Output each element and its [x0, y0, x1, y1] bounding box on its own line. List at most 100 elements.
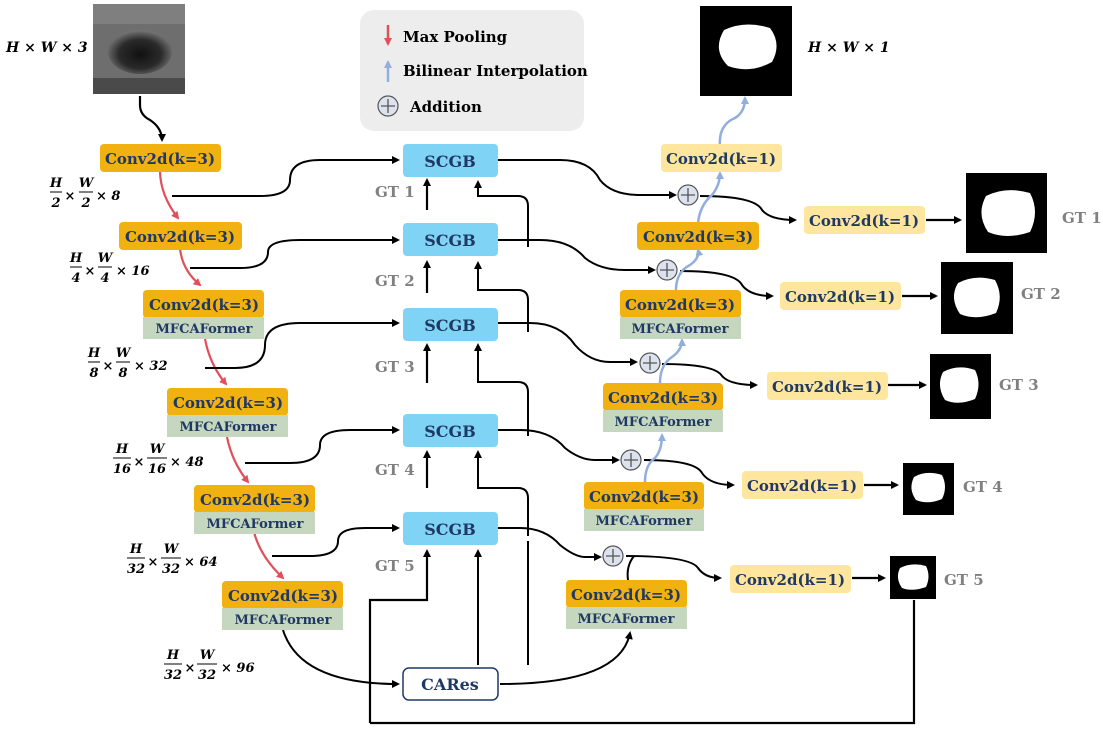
- head-4: [742, 471, 863, 499]
- encoder-mfca-6: [222, 608, 343, 630]
- decoder-conv-3: [603, 383, 723, 411]
- scgb-block-5-label: SCGB: [424, 520, 475, 539]
- encoder-conv-4-label: Conv2d(k=3): [173, 394, 283, 412]
- decoder-conv-4-label: Conv2d(k=3): [589, 488, 699, 506]
- encoder-conv-2-label: Conv2d(k=3): [125, 228, 235, 246]
- scgb-block-5: [403, 512, 498, 545]
- dim-5-channels: × 64: [184, 555, 218, 570]
- decoder-mfca-3: [603, 410, 723, 432]
- scgb-block-3: [403, 308, 498, 341]
- dim-5-den-w: 32: [162, 562, 180, 577]
- head-3-label: Conv2d(k=1): [772, 378, 882, 396]
- dim-level-6: H 32 × W 32 × 96: [164, 648, 255, 683]
- dim-6-den-w: 32: [198, 668, 216, 683]
- head-1-label: Conv2d(k=1): [809, 212, 919, 230]
- dim-level-4: H 16 × W 16 × 48: [113, 442, 204, 477]
- head-3: [767, 372, 888, 400]
- cares-block: [402, 667, 499, 701]
- dim-2-den-h: 4: [71, 271, 80, 286]
- dim-3-times: ×: [103, 359, 114, 374]
- head-5-label: Conv2d(k=1): [735, 571, 845, 589]
- head-4-label: Conv2d(k=1): [747, 477, 857, 495]
- gt-input-3: GT 3: [375, 358, 415, 376]
- dim-level-3: H 8 × W 8 × 32: [87, 346, 168, 381]
- dim-1-channels: × 8: [96, 189, 120, 204]
- dim-6-num-w: W: [200, 648, 216, 663]
- legend-bilinear: Bilinear Interpolation: [403, 62, 588, 80]
- head-2: [780, 282, 901, 310]
- legend-max-pooling: Max Pooling: [403, 28, 508, 46]
- decoder-conv-1: [637, 222, 759, 250]
- legend-background: [360, 10, 584, 131]
- gt-mask-4: [903, 463, 954, 515]
- input-image: [93, 4, 185, 94]
- scgb-block-3-label: SCGB: [424, 316, 475, 335]
- dim-6-times: ×: [185, 661, 196, 676]
- dim-1-den-w: 2: [80, 196, 90, 211]
- dim-2-times: ×: [85, 264, 96, 279]
- addition-nodes: [602, 184, 699, 567]
- gt-mask-1: [966, 173, 1047, 253]
- dim-1-times: ×: [65, 189, 76, 204]
- cares-label: CARes: [421, 675, 479, 694]
- dim-4-num-w: W: [150, 442, 166, 457]
- dim-2-channels: × 16: [116, 264, 150, 279]
- decoder-conv-4: [584, 482, 704, 510]
- dim-4-den-h: 16: [113, 462, 131, 477]
- gt-outputs: GT 1 GT 2 GT 3 GT 4 GT 5: [890, 173, 1102, 599]
- encoder-mfca-4: [167, 415, 288, 437]
- connections: [138, 96, 962, 725]
- decoder-head-top: [661, 144, 782, 172]
- gt-input-1: GT 1: [375, 183, 415, 201]
- dim-4-num-h: H: [115, 442, 129, 457]
- gt-mask-3: [930, 354, 991, 419]
- gt-mask-2: [941, 262, 1013, 334]
- dim-5-times: ×: [148, 555, 159, 570]
- addition-icon: [602, 545, 624, 567]
- decoder-conv-2-label: Conv2d(k=3): [625, 296, 735, 314]
- dim-level-1: H 2 × W 2 × 8: [49, 176, 121, 211]
- gt-input-2: GT 2: [375, 272, 415, 290]
- dim-4-channels: × 48: [170, 455, 204, 470]
- encoder-mfca-4-label: MFCAFormer: [180, 420, 277, 435]
- encoder-conv-2: [119, 222, 242, 250]
- gt-output-1: GT 1: [1062, 209, 1102, 227]
- dim-3-channels: × 32: [134, 359, 168, 374]
- encoder-conv-4: [167, 388, 288, 416]
- dim-3-den-h: 8: [89, 366, 98, 381]
- dim-4-den-w: 16: [148, 462, 166, 477]
- output-image: [700, 6, 792, 96]
- addition-icon: [656, 259, 678, 281]
- encoder-conv-6: [222, 581, 343, 609]
- dim-level-2: H 4 × W 4 × 16: [69, 251, 150, 286]
- legend-addition: Addition: [409, 98, 482, 116]
- decoder-conv-1-label: Conv2d(k=3): [643, 228, 753, 246]
- decoder-mfca-3-label: MFCAFormer: [615, 415, 712, 430]
- gt-output-4: GT 4: [963, 478, 1003, 496]
- decoder-head-top-label: Conv2d(k=1): [666, 150, 776, 168]
- dim-2-num-w: W: [98, 251, 114, 266]
- encoder-conv-3-label: Conv2d(k=3): [149, 296, 259, 314]
- dim-3-den-w: 8: [118, 366, 127, 381]
- decoder-mfca-5: [566, 607, 687, 629]
- scgb-column: SCGB SCGB SCGB SCGB SCGB GT 1 GT 2 GT 3 …: [375, 144, 498, 575]
- dimension-labels: H 2 × W 2 × 8 H 4 × W 4 × 16 H 8 × W 8: [49, 176, 255, 683]
- decoder: Conv2d(k=1) Conv2d(k=3) Conv2d(k=3) MFCA…: [566, 144, 782, 629]
- gt-output-2: GT 2: [1021, 285, 1061, 303]
- encoder-conv-6-label: Conv2d(k=3): [228, 587, 338, 605]
- encoder-conv-1: [100, 144, 221, 172]
- decoder-mfca-5-label: MFCAFormer: [578, 612, 675, 627]
- encoder-mfca-5: [194, 512, 315, 534]
- dim-6-num-h: H: [166, 648, 180, 663]
- addition-icon: [620, 449, 642, 471]
- gt-output-3: GT 3: [999, 376, 1039, 394]
- encoder-mfca-5-label: MFCAFormer: [207, 517, 304, 532]
- head-1: [804, 206, 925, 234]
- dim-level-5: H 32 × W 32 × 64: [127, 542, 218, 577]
- encoder-mfca-3-label: MFCAFormer: [156, 322, 253, 337]
- decoder-mfca-4: [584, 509, 704, 531]
- output-heads: Conv2d(k=1) Conv2d(k=1) Conv2d(k=1) Conv…: [730, 206, 925, 593]
- decoder-mfca-2-label: MFCAFormer: [632, 322, 729, 337]
- encoder-conv-3: [143, 290, 264, 318]
